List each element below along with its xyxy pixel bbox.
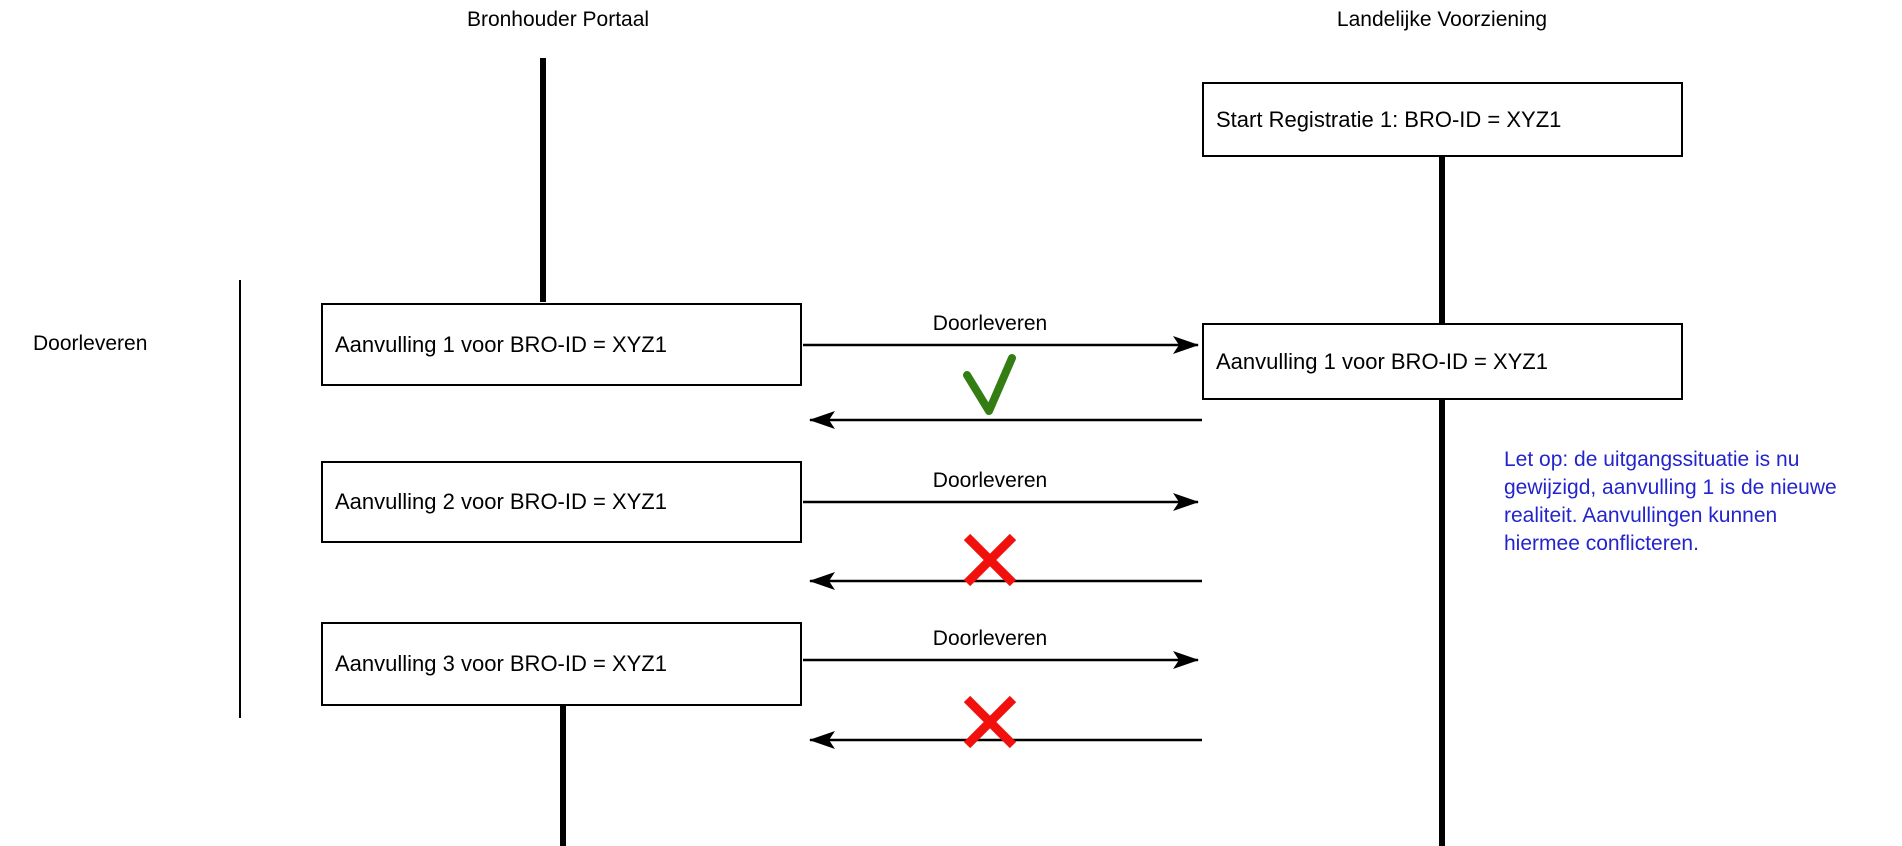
arrow-label-doorleveren-3: Doorleveren (932, 627, 1048, 650)
box-aanvulling-2: Aanvulling 2 voor BRO-ID = XYZ1 (321, 461, 802, 543)
box-start-registratie: Start Registratie 1: BRO-ID = XYZ1 (1202, 82, 1683, 157)
error-x-icon-1 (963, 533, 1017, 587)
warning-note-line: gewijzigd, aanvulling 1 is de nieuwe (1504, 476, 1837, 499)
success-check-icon (963, 354, 1016, 415)
error-x-icon-2 (963, 695, 1017, 749)
warning-note-line: Let op: de uitgangssituatie is nu (1504, 448, 1800, 471)
group-label-doorleveren: Doorleveren (33, 332, 148, 355)
box-aanvulling-1: Aanvulling 1 voor BRO-ID = XYZ1 (321, 303, 802, 386)
warning-note-line: realiteit. Aanvullingen kunnen (1504, 504, 1778, 527)
box-aanvulling-3: Aanvulling 3 voor BRO-ID = XYZ1 (321, 622, 802, 706)
arrow-label-doorleveren-2: Doorleveren (932, 469, 1048, 492)
box-aanvulling-1-received: Aanvulling 1 voor BRO-ID = XYZ1 (1202, 323, 1683, 400)
arrow-label-doorleveren-1: Doorleveren (932, 312, 1048, 335)
warning-note-line: hiermee conflicteren. (1504, 532, 1699, 555)
actor-title-landelijke-voorziening: Landelijke Voorziening (1336, 8, 1548, 31)
warning-note: Let op: de uitgangssituatie is nu gewijz… (1504, 446, 1837, 558)
actor-title-bronhouder-portaal: Bronhouder Portaal (466, 8, 650, 31)
